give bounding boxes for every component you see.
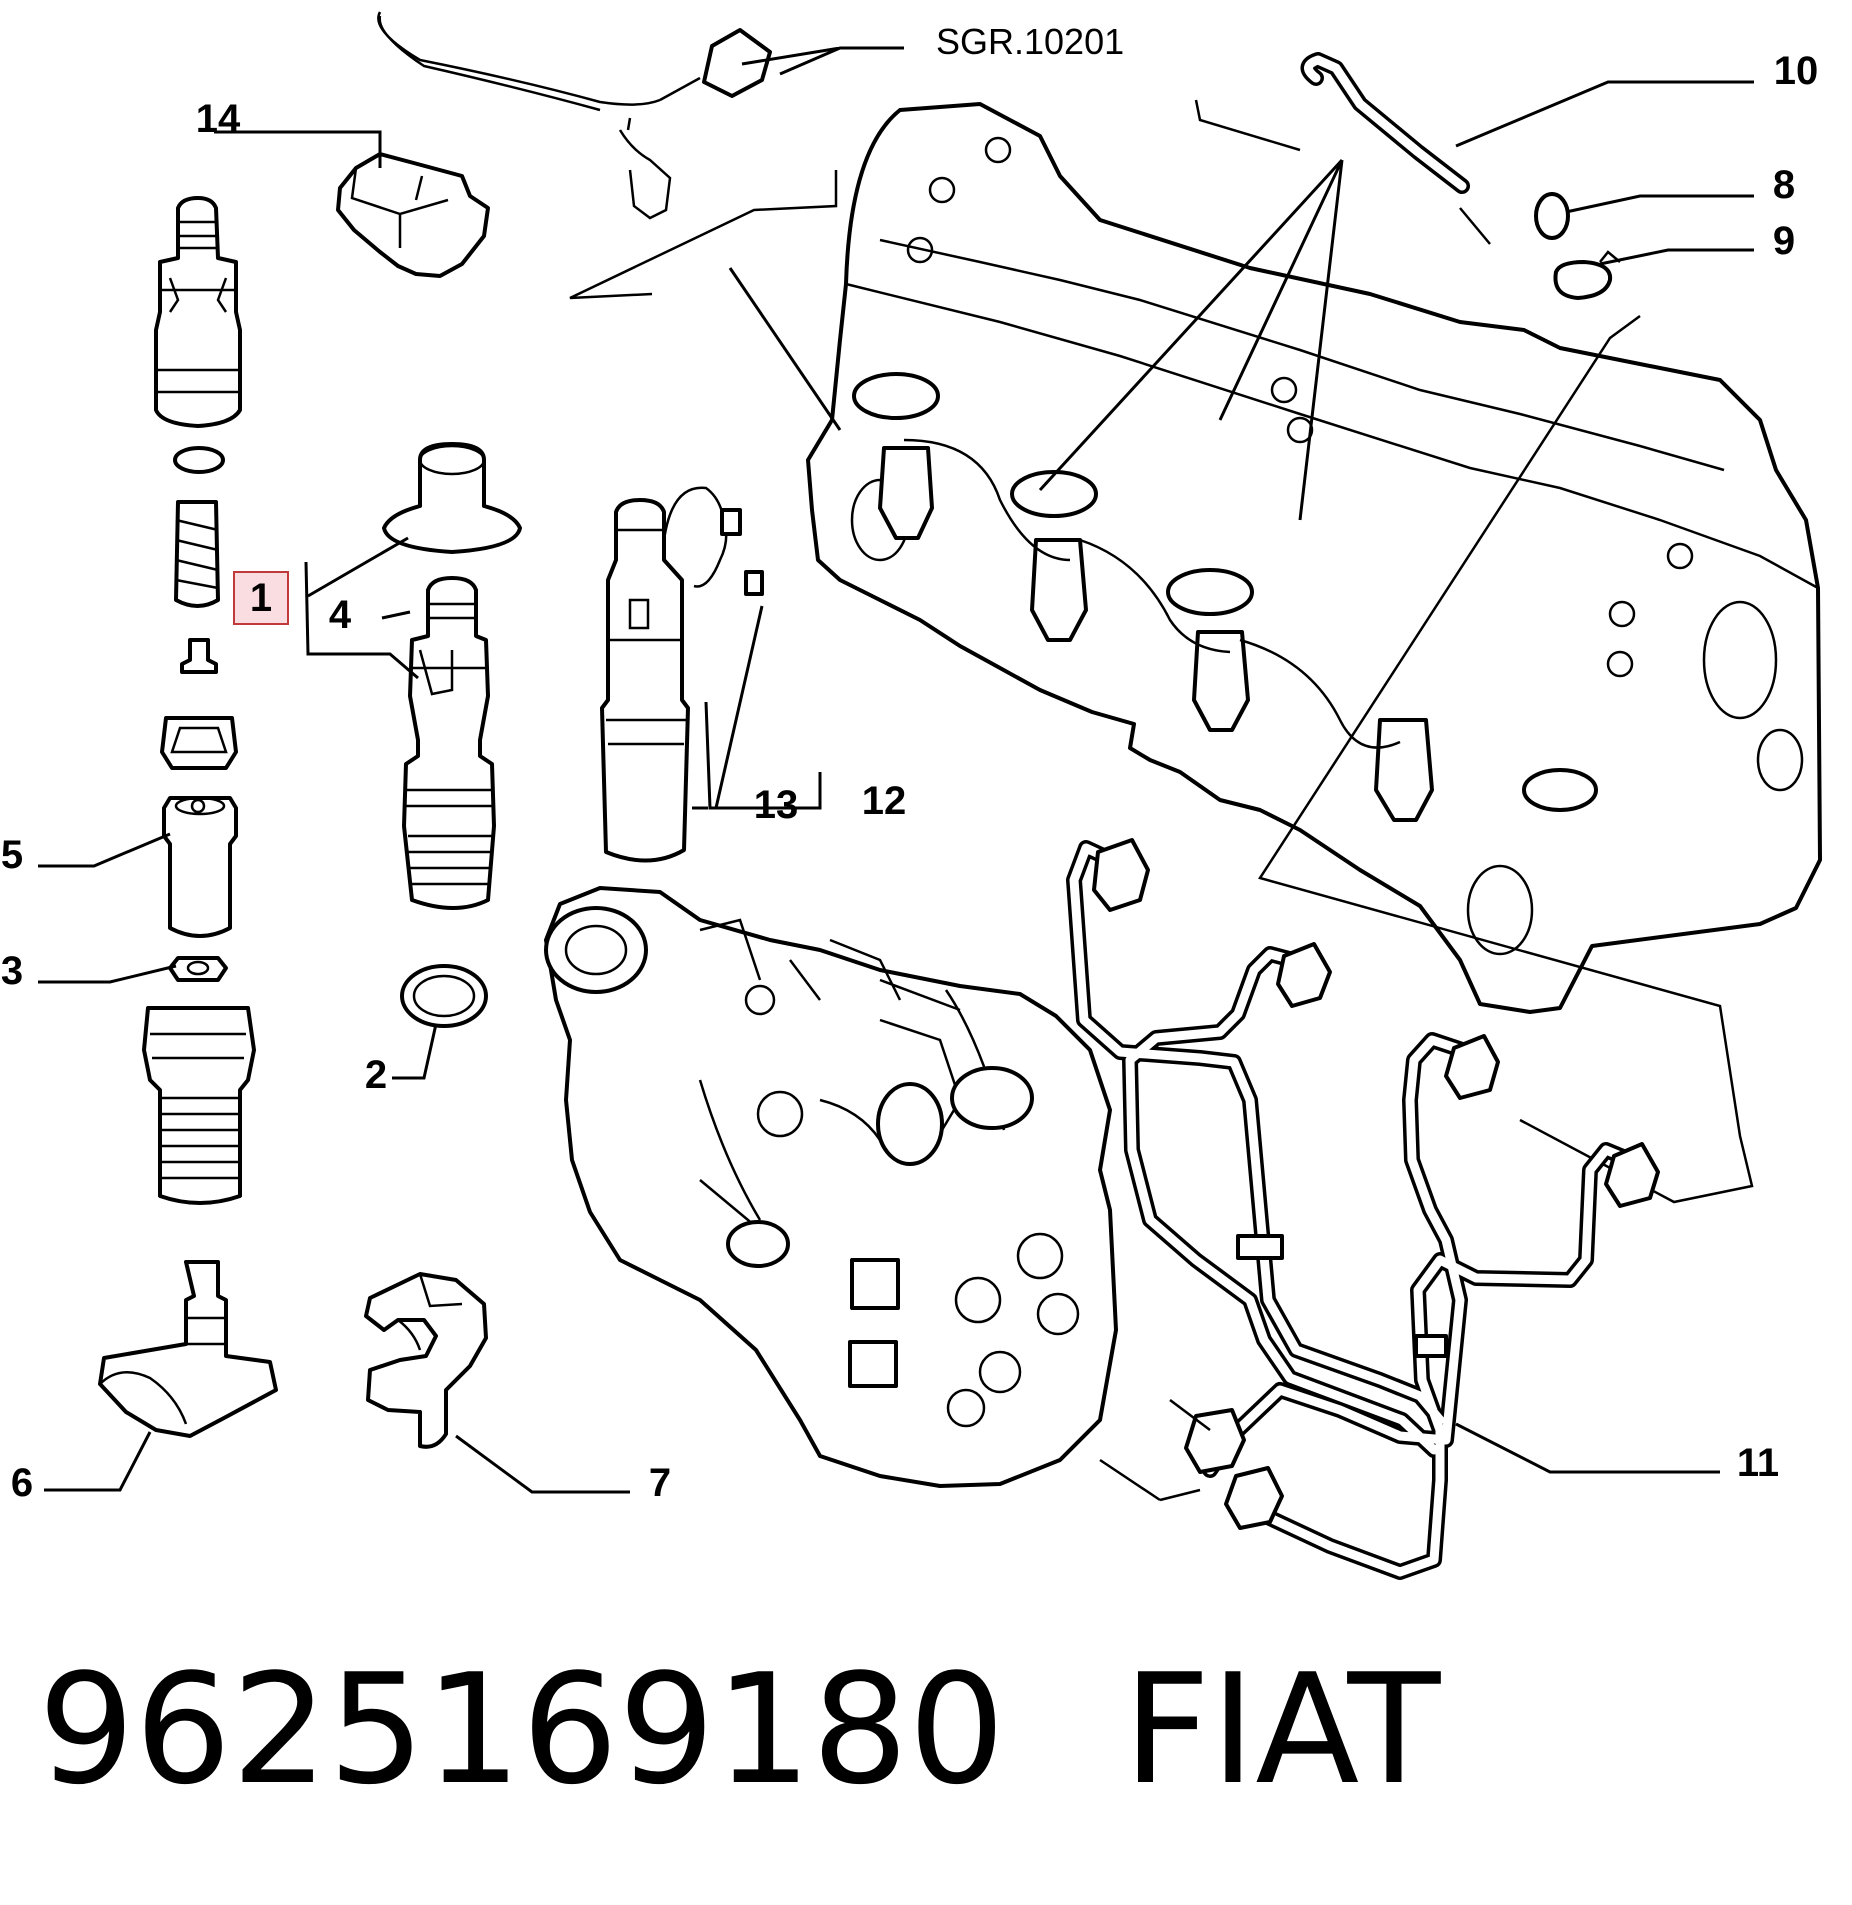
callout-12[interactable]: 12 bbox=[862, 779, 907, 823]
injection-pipes-part bbox=[1066, 838, 1660, 1580]
callout-13[interactable]: 13 bbox=[754, 783, 799, 827]
banjo-seal-part bbox=[1534, 192, 1570, 240]
injection-pump-part bbox=[544, 886, 1118, 1488]
sensor-injector-part bbox=[600, 486, 764, 863]
callout-5[interactable]: 5 bbox=[1, 833, 23, 877]
callout-11[interactable]: 11 bbox=[1737, 1441, 1779, 1485]
heat-shield-cap-part bbox=[382, 442, 522, 554]
part-number: 9625169180 bbox=[38, 1641, 1006, 1818]
clip-part bbox=[364, 1272, 488, 1449]
nozzle-part bbox=[162, 796, 238, 938]
o-ring-part bbox=[173, 446, 225, 474]
cylinder-head-part bbox=[806, 102, 1822, 1014]
callout-1[interactable]: 1 bbox=[250, 576, 272, 620]
callout-4[interactable]: 4 bbox=[329, 593, 352, 637]
callout-6[interactable]: 6 bbox=[11, 1461, 33, 1505]
leader-lines bbox=[38, 46, 1754, 1494]
callout-7[interactable]: 7 bbox=[649, 1461, 671, 1505]
callout-10[interactable]: 10 bbox=[1774, 49, 1819, 93]
sealing-washer-part bbox=[400, 964, 488, 1028]
brand-name: FIAT bbox=[1123, 1641, 1441, 1818]
callout-14[interactable]: 14 bbox=[196, 97, 241, 141]
callout-2[interactable]: 2 bbox=[365, 1053, 387, 1097]
pin-part bbox=[180, 638, 218, 674]
callout-3[interactable]: 3 bbox=[1, 949, 23, 993]
leak-off-hose-part bbox=[1300, 52, 1470, 194]
highlight-box-1 bbox=[233, 571, 289, 625]
callout-sgr-ref[interactable]: SGR.10201 bbox=[936, 21, 1124, 62]
glow-plug-wire-part bbox=[377, 11, 772, 220]
spacer-part bbox=[160, 716, 238, 770]
injector-assembly-part bbox=[402, 576, 496, 910]
callout-8[interactable]: 8 bbox=[1773, 163, 1795, 207]
exploded-parts-diagram: 1 2 3 4 5 6 7 8 9 10 11 12 13 14 SGR.102… bbox=[1, 11, 1822, 1580]
callout-9[interactable]: 9 bbox=[1773, 219, 1795, 263]
washer-part bbox=[168, 956, 228, 982]
spring-part bbox=[174, 500, 220, 608]
hose-clamp-part bbox=[1553, 250, 1621, 300]
injector-holder-part bbox=[154, 196, 242, 428]
connector-plug-part bbox=[336, 152, 490, 278]
footer-caption: 9625169180 FIAT bbox=[38, 1641, 1441, 1818]
bracket-clamp-part bbox=[98, 1260, 278, 1438]
nozzle-nut-part bbox=[142, 1006, 256, 1205]
